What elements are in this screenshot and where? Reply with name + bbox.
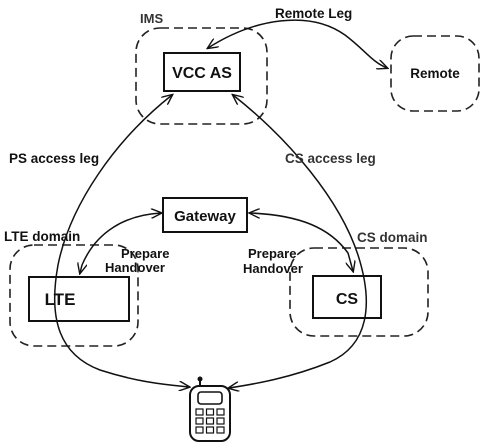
cs-access-leg-link	[229, 95, 368, 388]
cs-domain	[289, 247, 429, 337]
ims-label: IMS	[140, 11, 163, 26]
remote-leg-link	[208, 19, 387, 68]
ims-domain	[135, 27, 268, 125]
mobile-phone-icon	[189, 376, 231, 442]
ps-access-leg-label: PS access leg	[9, 151, 99, 166]
lte-domain-label: LTE domain	[4, 229, 80, 244]
lte-label: LTE	[45, 290, 76, 309]
cs-domain-label: CS domain	[357, 230, 428, 245]
lte-domain	[9, 244, 139, 347]
cs-node	[312, 275, 382, 319]
remote-domain	[390, 35, 480, 112]
cs-access-leg-label: CS access leg	[285, 151, 376, 166]
gateway-label: Gateway	[174, 208, 236, 225]
ps-access-leg-link	[53, 95, 189, 387]
cs-label: CS	[336, 291, 359, 308]
prepare-handover-right-line1: Prepare	[248, 246, 296, 261]
vcc-as-label: VCC AS	[172, 65, 232, 82]
prepare-handover-left-line2: Handover	[105, 260, 165, 275]
prepare-handover-lte-link	[80, 213, 161, 273]
lte-node	[28, 276, 130, 322]
prepare-handover-cs-link	[250, 213, 353, 271]
prepare-handover-right-line2: Handover	[243, 261, 303, 276]
remote-leg-label: Remote Leg	[275, 6, 352, 21]
prepare-handover-left-line1: Prepare	[121, 246, 169, 261]
remote-label: Remote	[410, 66, 460, 81]
